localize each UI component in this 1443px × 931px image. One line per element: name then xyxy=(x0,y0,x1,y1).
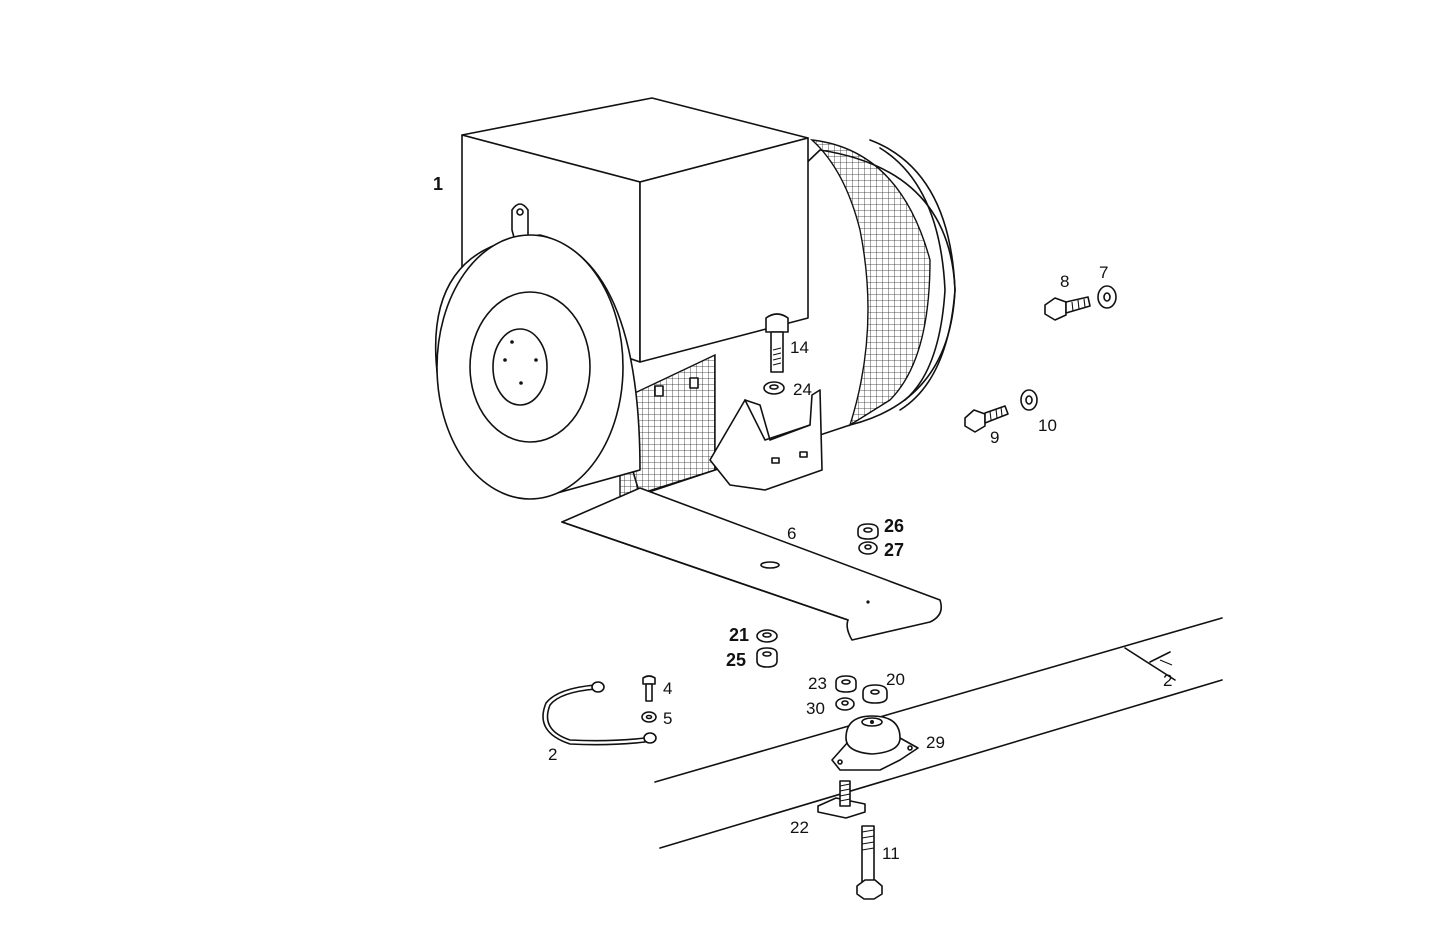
label-8: 8 xyxy=(1060,272,1069,291)
bolt-14 xyxy=(765,313,789,373)
label-21: 21 xyxy=(729,625,749,645)
frame-mark-label: 2 xyxy=(1163,671,1172,690)
label-24: 24 xyxy=(793,380,812,399)
nut-23 xyxy=(835,675,857,693)
washer-21 xyxy=(756,629,778,643)
bolt-11 xyxy=(856,825,883,900)
vibration-mount-29 xyxy=(831,715,919,771)
label-7: 7 xyxy=(1099,263,1108,282)
washer-5 xyxy=(641,711,657,723)
label-2: 2 xyxy=(548,745,557,764)
label-22: 22 xyxy=(790,818,809,837)
label-23: 23 xyxy=(808,674,827,693)
label-4: 4 xyxy=(663,679,672,698)
washer-10 xyxy=(1020,389,1038,411)
label-14: 14 xyxy=(790,338,809,357)
frame-rails xyxy=(654,617,1223,849)
label-11: 11 xyxy=(882,844,900,863)
label-10: 10 xyxy=(1038,416,1057,435)
nut-25 xyxy=(756,647,778,668)
label-1: 1 xyxy=(433,174,443,194)
nut-20 xyxy=(862,684,888,704)
washer-24 xyxy=(763,381,785,395)
label-6: 6 xyxy=(787,524,796,543)
washer-27 xyxy=(858,541,878,555)
label-25: 25 xyxy=(726,650,746,670)
bolt-4 xyxy=(642,675,656,702)
nut-26 xyxy=(857,523,879,540)
label-5: 5 xyxy=(663,709,672,728)
washer-7 xyxy=(1097,285,1117,309)
stud-plate-22 xyxy=(817,780,866,819)
label-29: 29 xyxy=(926,733,945,752)
ground-cable-2 xyxy=(542,681,657,746)
washer-30 xyxy=(835,697,855,711)
label-20: 20 xyxy=(886,670,905,689)
bolt-8 xyxy=(1044,296,1091,321)
label-9: 9 xyxy=(990,428,999,447)
label-27: 27 xyxy=(884,540,904,560)
generator-assembly xyxy=(434,97,956,501)
label-30: 30 xyxy=(806,699,825,718)
label-26: 26 xyxy=(884,516,904,536)
bolt-9 xyxy=(964,405,1009,433)
cover-plate xyxy=(561,487,943,641)
